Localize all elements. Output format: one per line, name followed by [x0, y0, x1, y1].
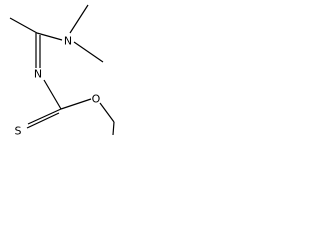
bond-layer: [9, 4, 115, 136]
thione-sulfur-label: S: [15, 125, 22, 138]
bond-thione-double-outer: [27, 108, 62, 125]
imine-nitrogen-label: N: [34, 68, 42, 81]
bond-imine-nitrogen-to-thiocarbonyl-carbon: [43, 79, 62, 110]
bond-thione-double-inner: [26, 112, 60, 129]
atom-label-layer: N N O S: [15, 35, 101, 138]
bond-amidine-carbon-to-amine-nitrogen: [36, 32, 63, 41]
amine-nitrogen-label: N: [64, 35, 72, 48]
bond-thiocarbonyl-carbon-to-oxygen: [60, 98, 92, 110]
bond-methyl-to-amidine-carbon: [9, 17, 38, 34]
bond-ethyl-carbon-to-methyl: [112, 121, 115, 136]
chemical-structure-diagram: N N O S: [9, 4, 115, 138]
ether-oxygen-label: O: [92, 93, 101, 106]
bond-amine-nitrogen-to-methyl-right: [73, 41, 104, 63]
bond-amine-nitrogen-to-methyl-top: [69, 4, 89, 34]
bond-oxygen-to-ethyl-carbon: [99, 102, 115, 123]
